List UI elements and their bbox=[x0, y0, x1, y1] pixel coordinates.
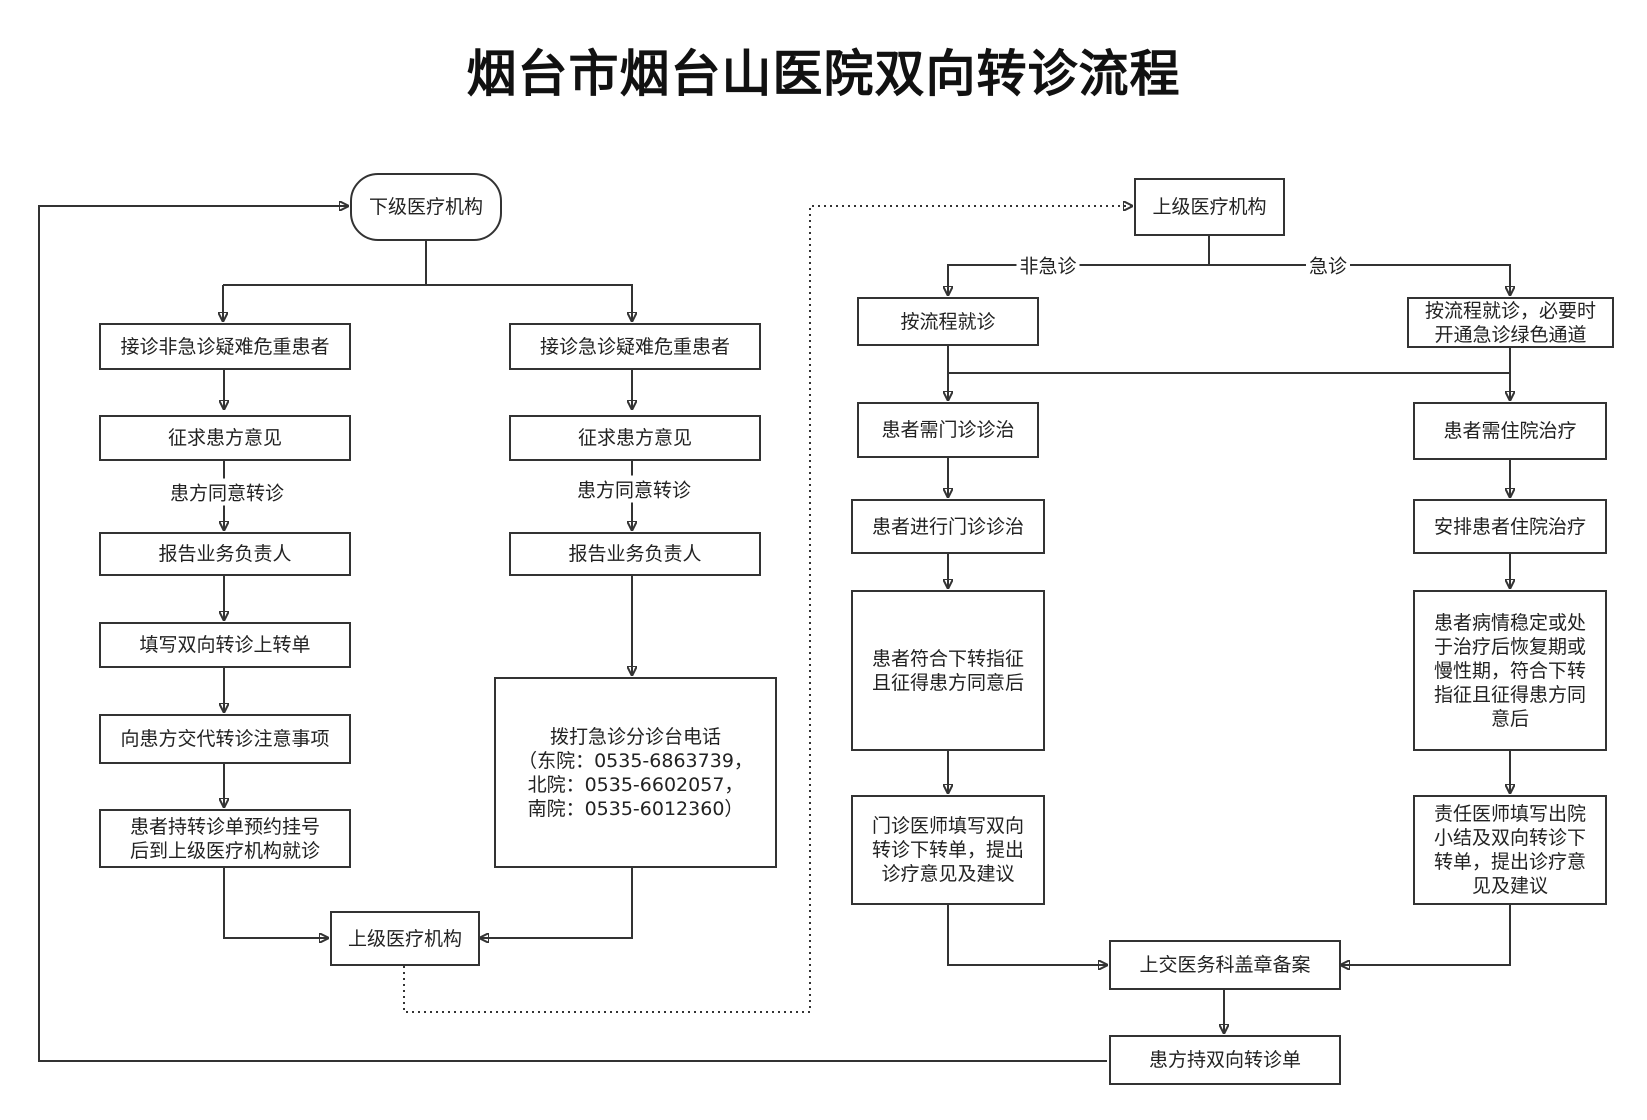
node-upper-institution-left: 上级医疗机构 bbox=[330, 911, 480, 966]
page-title: 烟台市烟台山医院双向转诊流程 bbox=[466, 45, 1181, 103]
label-agree-urgent: 患方同意转诊 bbox=[573, 475, 695, 503]
node-file-with-medical-dept: 上交医务科盖章备案 bbox=[1109, 940, 1341, 990]
node-outpatient-criteria: 患者符合下转指征 且征得患方同意后 bbox=[851, 590, 1045, 751]
node-patient-holds-form: 患方持双向转诊单 bbox=[1109, 1035, 1341, 1085]
node-fill-upward-form: 填写双向转诊上转单 bbox=[99, 622, 351, 668]
edge-loop-back bbox=[38, 206, 1107, 1062]
edge-m4 bbox=[480, 868, 633, 938]
node-inpatient-doctor-form: 责任医师填写出院 小结及双向转诊下 转单，提出诊疗意 见及建议 bbox=[1413, 795, 1607, 905]
node-report-urgent: 报告业务负责人 bbox=[509, 532, 761, 576]
edge-dotted-link bbox=[403, 206, 1132, 1013]
node-inpatient-criteria: 患者病情稳定或处 于治疗后恢复期或 慢性期，符合下转 指征且征得患方同 意后 bbox=[1413, 590, 1607, 751]
edge-i4 bbox=[1341, 905, 1511, 965]
node-need-inpatient: 患者需住院治疗 bbox=[1413, 402, 1607, 460]
node-upper-institution-right: 上级医疗机构 bbox=[1134, 178, 1285, 236]
edge-start-split bbox=[223, 241, 427, 286]
node-lower-institution: 下级医疗机构 bbox=[350, 173, 502, 241]
node-need-outpatient: 患者需门诊诊治 bbox=[857, 402, 1039, 458]
edge-split-urgent bbox=[426, 284, 632, 321]
node-consult-urgent: 征求患方意见 bbox=[509, 415, 761, 461]
label-agree-nonurgent: 患方同意转诊 bbox=[166, 478, 288, 506]
edge-l6 bbox=[223, 868, 328, 938]
node-procedure: 按流程就诊 bbox=[857, 297, 1039, 346]
node-arrange-inpatient: 安排患者住院治疗 bbox=[1413, 499, 1607, 554]
node-procedure-green-channel: 按流程就诊，必要时 开通急诊绿色通道 bbox=[1407, 297, 1614, 348]
label-nonurgent-branch: 非急诊 bbox=[1016, 251, 1080, 279]
node-report-nonurgent: 报告业务负责人 bbox=[99, 532, 351, 576]
label-urgent-branch: 急诊 bbox=[1305, 251, 1351, 279]
edge-r-urgent bbox=[1209, 264, 1510, 295]
node-explain-notes: 向患方交代转诊注意事项 bbox=[99, 714, 351, 764]
node-outpatient-doctor-form: 门诊医师填写双向 转诊下转单，提出 诊疗意见及建议 bbox=[851, 795, 1045, 905]
edge-o4 bbox=[947, 905, 1107, 965]
node-call-triage: 拨打急诊分诊台电话 （东院：0535-6863739， 北院：0535-6602… bbox=[494, 677, 777, 868]
node-consult-nonurgent: 征求患方意见 bbox=[99, 415, 351, 461]
node-do-outpatient: 患者进行门诊诊治 bbox=[851, 499, 1045, 554]
node-receive-urgent: 接诊急诊疑难危重患者 bbox=[509, 323, 761, 370]
node-register-visit: 患者持转诊单预约挂号后到上级医疗机构就诊 bbox=[99, 809, 351, 868]
node-receive-nonurgent: 接诊非急诊疑难危重患者 bbox=[99, 323, 351, 370]
edge-r-nonurgent bbox=[948, 264, 1209, 295]
